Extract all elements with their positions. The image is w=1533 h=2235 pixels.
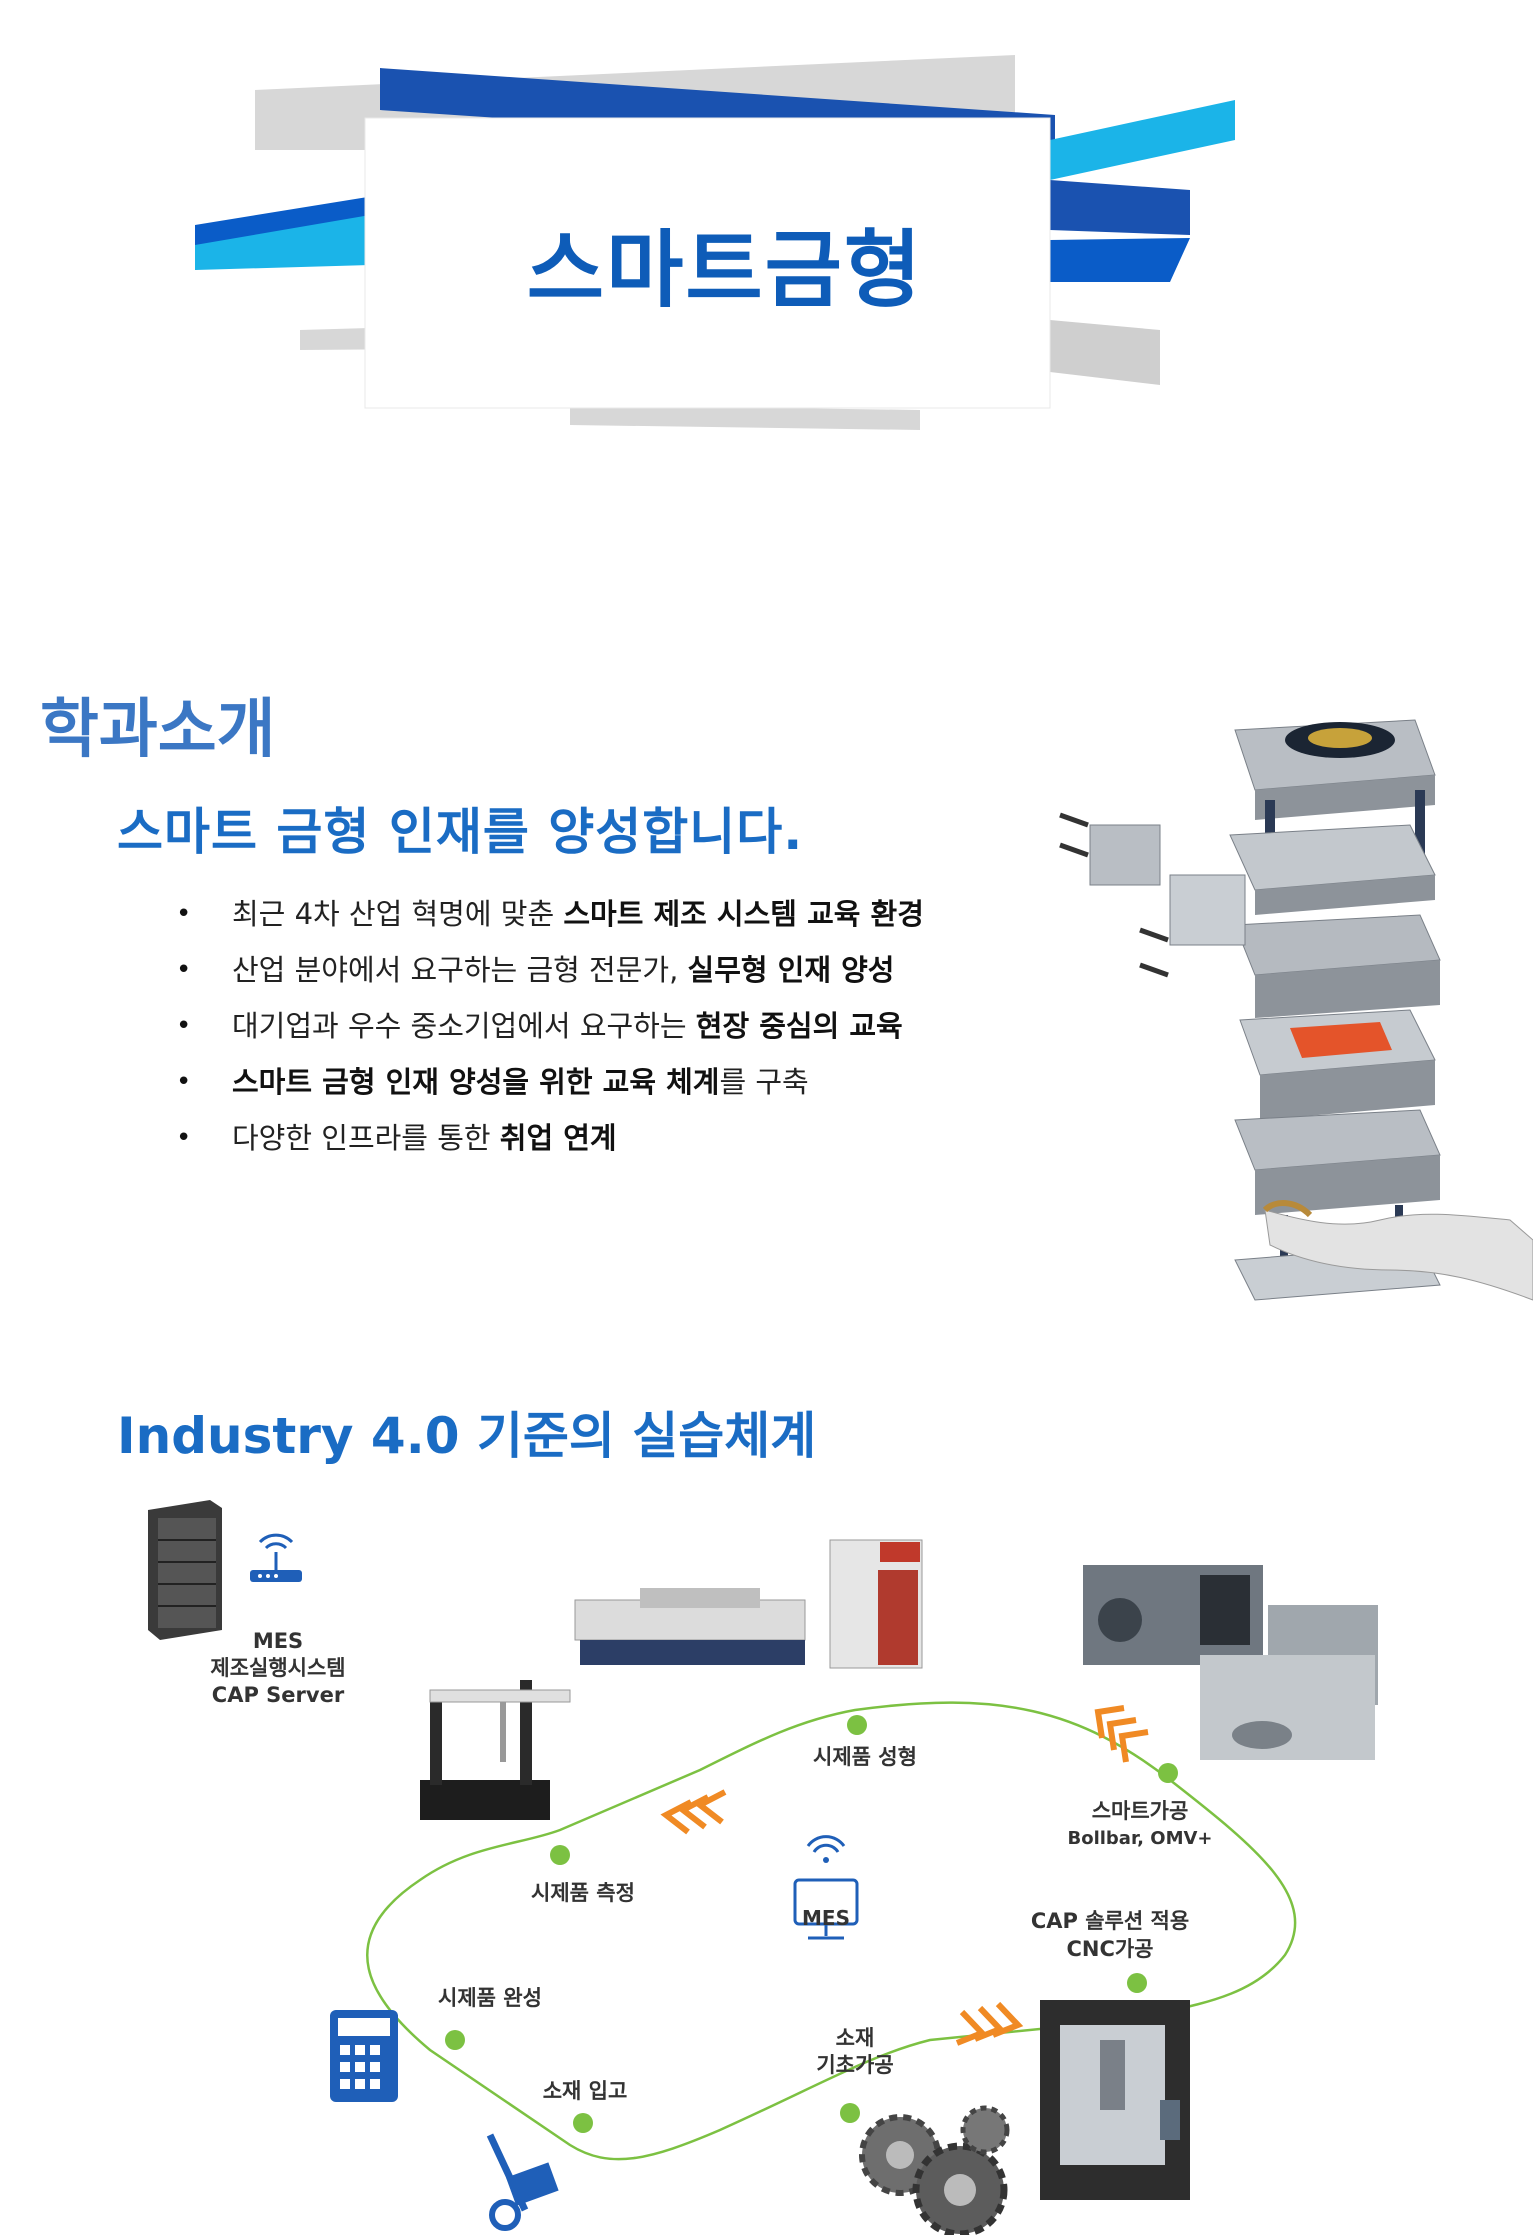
feature-text: 대기업과 우수 중소기업에서 요구하는 xyxy=(232,1009,696,1043)
feature-item: • 최근 4차 산업 혁명에 맞춘 스마트 제조 시스템 교육 환경 xyxy=(176,886,924,942)
step-prototype-complete: 시제품 완성 xyxy=(438,1986,542,2010)
feature-emphasis: 스마트 금형 인재 양성을 위한 교육 체계 xyxy=(232,1065,720,1099)
banner-card xyxy=(364,117,1051,409)
feature-emphasis: 실무형 인재 양성 xyxy=(687,953,895,987)
mold-plate-side xyxy=(1255,1155,1440,1215)
mold-robot-hand-illustration xyxy=(1059,719,1533,1301)
injection-molding-machine-icon xyxy=(574,1588,806,1665)
feature-emphasis: 현장 중심의 교육 xyxy=(695,1009,903,1043)
chevron-arrow-right xyxy=(955,2001,1024,2046)
mold-side-block xyxy=(1169,874,1246,946)
step-material-receipt: 소재 입고 xyxy=(542,2079,628,2103)
banner-cyan-ribbon-left xyxy=(195,215,370,270)
mold-plate-side xyxy=(1255,960,1440,1018)
step-prototype-molding: 시제품 성형 xyxy=(813,1745,917,1769)
mold-screw xyxy=(1139,927,1169,943)
feature-item: • 스마트 금형 인재 양성을 위한 교육 체계를 구축 xyxy=(176,1054,924,1110)
step-smart-machining-sub: Bollbar, OMV+ xyxy=(1067,1828,1213,1849)
calculator-icon xyxy=(330,2010,398,2102)
mes-monitor-icon xyxy=(793,1835,859,1940)
banner-blue-ribbon-right xyxy=(1050,180,1190,235)
mold-cavity xyxy=(1290,1022,1392,1058)
step-cnc-machining: CNC가공 xyxy=(1066,1937,1154,1961)
bullet-marker: • xyxy=(176,1067,192,1097)
server-rack-icon xyxy=(148,1500,222,1640)
step-smart-machining: 스마트가공 xyxy=(1091,1799,1189,1823)
node-dot xyxy=(573,2113,593,2133)
banner-blue-ribbon-right-low xyxy=(1050,238,1190,282)
feature-text: 산업 분야에서 요구하는 금형 전문가, xyxy=(232,953,688,987)
bullet-marker: • xyxy=(176,1123,192,1153)
hand-truck-icon xyxy=(486,2133,559,2231)
industry-heading: Industry 4.0 기준의 실습체계 xyxy=(117,1407,817,1465)
mold-plate-side xyxy=(1255,875,1435,915)
feature-item: • 대기업과 우수 중소기업에서 요구하는 현장 중심의 교육 xyxy=(176,998,924,1054)
bullet-marker: • xyxy=(176,1011,192,1041)
feature-emphasis: 스마트 제조 시스템 교육 환경 xyxy=(563,897,924,931)
feature-list: • 최근 4차 산업 혁명에 맞춘 스마트 제조 시스템 교육 환경 • 산업 분야… xyxy=(176,886,924,1166)
banner-grey-ribbon-bottom xyxy=(570,405,920,430)
mes-server-line2: 제조실행시스템 xyxy=(210,1656,346,1680)
node-dot xyxy=(445,2030,465,2050)
step-cap-solution: CAP 솔루션 적용 xyxy=(1030,1909,1190,1933)
feature-text: 최근 4차 산업 혁명에 맞춘 xyxy=(232,897,564,931)
press-machine-icon xyxy=(829,1539,923,1669)
bullet-marker: • xyxy=(176,899,192,929)
robot-finger xyxy=(1262,1200,1313,1218)
mes-server-line3: CAP Server xyxy=(211,1683,345,1707)
mold-screw xyxy=(1139,962,1169,978)
node-dot xyxy=(1127,1973,1147,1993)
feature-tail: 를 구축 xyxy=(719,1065,809,1099)
feature-item: • 다양한 인프라를 통한 취업 연계 xyxy=(176,1110,924,1166)
step-prototype-measure: 시제품 측정 xyxy=(531,1881,635,1905)
cnc-machine-icon xyxy=(1040,2000,1190,2200)
banner-grey-ribbon-right xyxy=(1050,320,1160,385)
node-dot xyxy=(840,2103,860,2123)
mold-screw xyxy=(1059,812,1089,828)
banner-cyan-ribbon-right xyxy=(1050,100,1235,180)
mold-side-block xyxy=(1089,824,1161,886)
step-material: 소재 xyxy=(835,2026,875,2050)
mold-screw xyxy=(1059,842,1089,858)
node-dot xyxy=(847,1715,867,1735)
chevron-arrow-up xyxy=(1094,1705,1149,1763)
mold-ring-gold xyxy=(1308,728,1372,748)
measuring-machine-icon xyxy=(420,1680,571,1820)
step-basic-machining: 기초가공 xyxy=(816,2053,894,2077)
feature-item: • 산업 분야에서 요구하는 금형 전문가, 실무형 인재 양성 xyxy=(176,942,924,998)
chevron-arrow-left xyxy=(660,1789,727,1835)
gear-icon xyxy=(859,2105,1010,2235)
department-heading: 학과소개 xyxy=(40,693,276,767)
mes-server-label: MES 제조실행시스템 CAP Server xyxy=(178,1628,378,1709)
department-subheading: 스마트 금형 인재를 양성합니다. xyxy=(117,803,804,861)
mold-core-side xyxy=(1260,1060,1435,1120)
loop-path xyxy=(366,1701,1297,2161)
feature-text: 다양한 인프라를 통한 xyxy=(232,1121,500,1155)
practice-loop-diagram xyxy=(148,1500,1378,2235)
mold-top-plate-side xyxy=(1255,775,1435,820)
banner-graphic xyxy=(195,55,1235,430)
node-dot xyxy=(550,1845,570,1865)
wifi-router-icon xyxy=(250,1533,302,1582)
machining-photos xyxy=(1083,1565,1378,1760)
bullet-marker: • xyxy=(176,955,192,985)
mes-badge-label: MES xyxy=(802,1906,850,1930)
mes-server-line1: MES xyxy=(252,1629,304,1653)
node-dot xyxy=(1158,1763,1178,1783)
banner-title: 스마트금형 xyxy=(526,220,924,319)
feature-emphasis: 취업 연계 xyxy=(499,1121,617,1155)
